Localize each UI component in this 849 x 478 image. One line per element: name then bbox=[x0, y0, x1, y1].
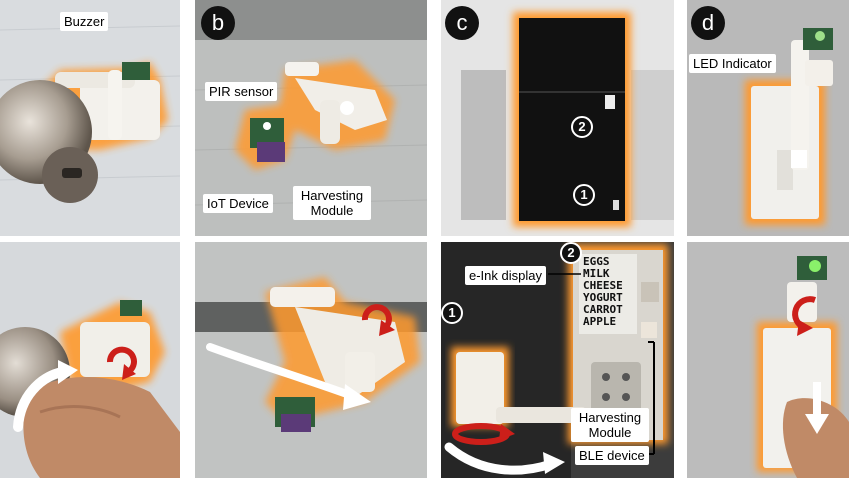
callout-harvesting-module: Harvesting Module bbox=[293, 186, 371, 220]
shopping-list: EGGS MILK CHEESE YOGURT CARROT APPLE bbox=[583, 256, 623, 328]
list-item: EGGS bbox=[583, 255, 610, 268]
list-item: APPLE bbox=[583, 315, 617, 328]
callout-iot-device: IoT Device bbox=[203, 194, 273, 213]
list-item: YOGURT bbox=[583, 291, 623, 304]
badge-c: c bbox=[445, 6, 479, 40]
panel-c-top: c 2 1 bbox=[441, 0, 674, 236]
badge-b: b bbox=[201, 6, 235, 40]
panel-d-bottom bbox=[687, 242, 849, 478]
marker-one-top: 1 bbox=[573, 184, 595, 206]
light-switch-press-photo bbox=[687, 242, 849, 478]
panel-b-bottom bbox=[195, 242, 427, 478]
badge-d: d bbox=[691, 6, 725, 40]
callout-ble-device: BLE device bbox=[575, 446, 649, 465]
marker-one-bottom: 1 bbox=[441, 302, 463, 324]
marker-two-bottom: 2 bbox=[560, 242, 582, 264]
panel-b-top: b PIR sensor IoT Device Harvesting Modul… bbox=[195, 0, 427, 236]
light-switch-photo bbox=[687, 0, 849, 236]
list-item: CHEESE bbox=[583, 279, 623, 292]
callout-buzzer: Buzzer bbox=[60, 12, 109, 31]
panel-a-bottom bbox=[0, 242, 180, 478]
door-knob-turn-photo bbox=[0, 242, 180, 478]
callout-harvesting-module-c: Harvesting Module bbox=[571, 408, 649, 442]
pir-sensor-motion-photo bbox=[195, 242, 427, 478]
callout-led-indicator: LED Indicator bbox=[689, 54, 776, 73]
panel-a-top: Buzzer bbox=[0, 0, 180, 236]
callout-pir-sensor: PIR sensor bbox=[205, 82, 278, 101]
marker-two-top: 2 bbox=[571, 116, 593, 138]
refrigerator-photo bbox=[441, 0, 674, 236]
panel-d-top: d LED Indicator bbox=[687, 0, 849, 236]
panel-c-bottom: 1 2 e-Ink display EGGS MILK CHEESE YOGUR… bbox=[441, 242, 674, 478]
callout-eink-display: e-Ink display bbox=[465, 266, 546, 285]
list-item: MILK bbox=[583, 267, 610, 280]
door-knob-photo bbox=[0, 0, 180, 236]
list-item: CARROT bbox=[583, 303, 623, 316]
